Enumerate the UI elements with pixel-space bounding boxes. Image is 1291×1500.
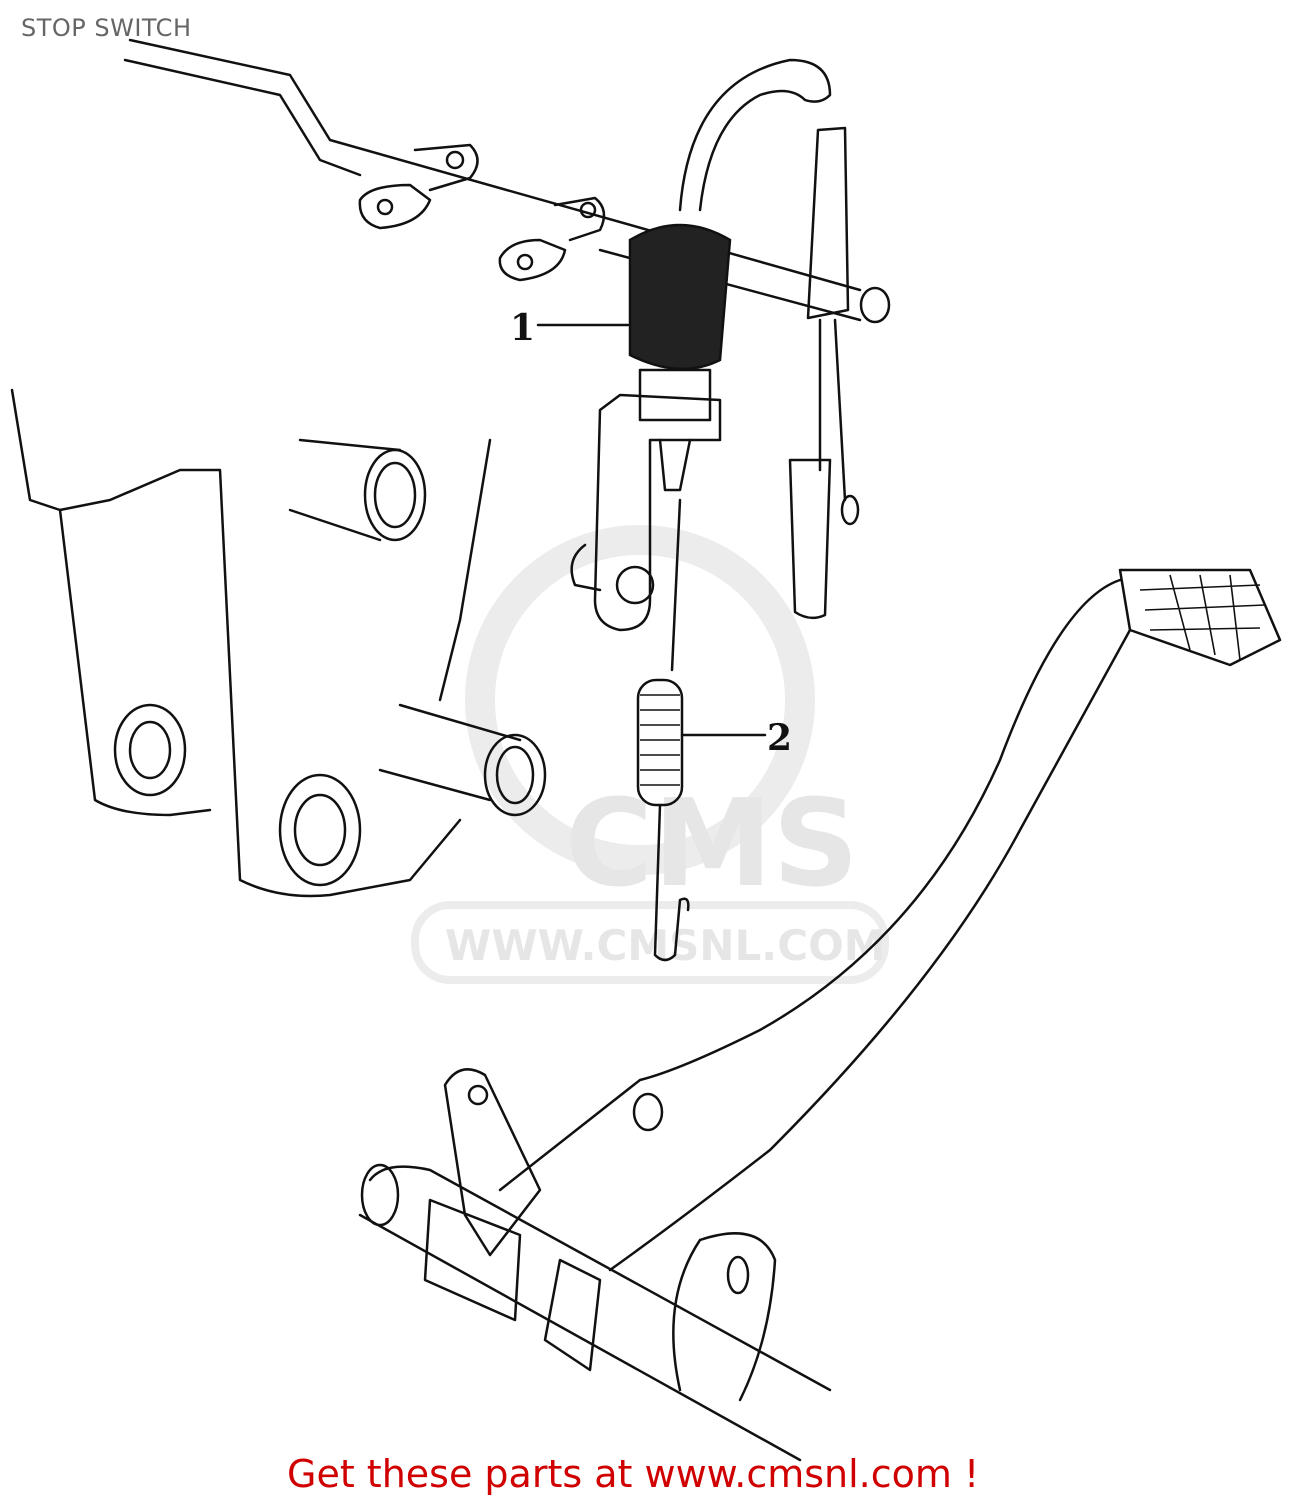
callout-label-2: 2 xyxy=(767,717,792,759)
brake-pedal xyxy=(358,568,1282,1462)
callout-1: 1 xyxy=(510,307,630,349)
watermark-logo-text: CMS xyxy=(565,775,859,914)
watermark-logo: CMS WWW.CMSNL.COM xyxy=(411,525,889,984)
frame-rod xyxy=(123,38,891,324)
spring xyxy=(636,498,690,962)
footer-promo-text: Get these parts at www.cmsnl.com ! xyxy=(287,1452,980,1496)
diagram-title: STOP SWITCH xyxy=(21,14,192,42)
callout-label-1: 1 xyxy=(510,307,535,349)
stop-switch xyxy=(570,58,860,632)
callout-2: 2 xyxy=(680,717,792,759)
watermark-url: WWW.CMSNL.COM xyxy=(445,921,886,970)
frame-bracket xyxy=(10,388,547,898)
